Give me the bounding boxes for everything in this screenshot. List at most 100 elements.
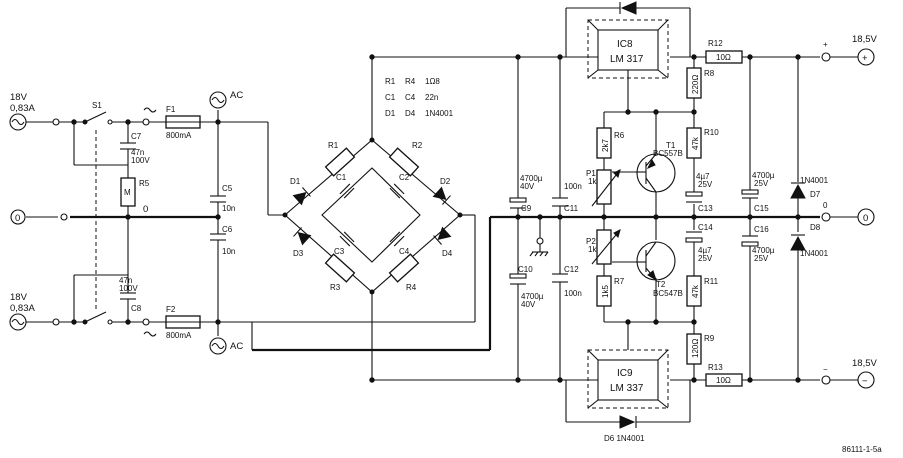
p1-ref: P1 <box>586 169 596 178</box>
c16-value: 4700µ <box>752 246 775 255</box>
junction-dots <box>71 54 801 383</box>
fuse-f2-ref: F2 <box>166 305 176 314</box>
r10-ref: R10 <box>704 128 719 137</box>
resistor-r5: M R5 <box>120 177 150 207</box>
capacitor-c4 <box>389 231 401 243</box>
c6-ref: C6 <box>222 225 233 234</box>
ac-input-top: 18V 0,83A <box>9 92 150 131</box>
diode-bypass-top-icon <box>619 1 637 15</box>
ac-terminal-bottom: AC <box>209 337 243 355</box>
t2-part: BC547B <box>653 289 683 298</box>
bridge-d4-label: D4 <box>442 249 453 258</box>
fuse-f1-ref: F1 <box>166 105 176 114</box>
r8-value: 220Ω <box>691 75 700 94</box>
capacitor-c6: C6 10n <box>210 225 235 256</box>
capacitor-c11: 100n C11 <box>552 182 582 213</box>
out-neg-voltage: 18,5V <box>852 358 877 369</box>
bridge-r1-label: R1 <box>328 141 339 150</box>
ground-input: 0 0 <box>10 204 148 225</box>
terminal-icon <box>60 213 68 221</box>
r13-ref: R13 <box>708 363 723 372</box>
legend-r-from: R1 <box>385 77 396 86</box>
c6-value: 10n <box>222 247 235 256</box>
c10-ref: C10 <box>518 265 533 274</box>
input-current-bottom: 0,83A <box>10 303 35 314</box>
c12-ref: C12 <box>564 265 579 274</box>
resistor-r11: 47k R11 <box>686 275 719 307</box>
tilde-mark <box>143 331 157 337</box>
r12-value: 10Ω <box>716 53 731 62</box>
c8-voltage: 100V <box>119 284 138 293</box>
c8-ref: C8 <box>131 304 142 313</box>
r7-ref: R7 <box>614 277 625 286</box>
r6-value: 2k7 <box>601 139 610 152</box>
p2-value: 1k <box>588 245 597 254</box>
p2-ref: P2 <box>586 237 596 246</box>
c15-value: 4700µ <box>752 171 775 180</box>
c7-voltage: 100V <box>131 156 150 165</box>
terminal-icon <box>52 318 60 326</box>
out-neg-sign: − <box>823 365 828 374</box>
bridge-r2-label: R2 <box>412 141 423 150</box>
capacitor-c9: 4700µ 40V C9 <box>509 174 543 213</box>
resistor-r1 <box>324 147 356 177</box>
bridge-d2-label: D2 <box>440 177 451 186</box>
diode-d8-icon <box>790 235 806 251</box>
legend-c-from: C1 <box>385 93 396 102</box>
c8-value: 47n <box>119 276 132 285</box>
c13-ref: C13 <box>698 204 713 213</box>
ac-label-top: AC <box>230 90 243 101</box>
resistor-r6: 2k7 R6 <box>596 127 625 159</box>
ground-input-label: 0 <box>15 213 20 224</box>
terminal-icon <box>142 118 150 126</box>
diode-d6-icon <box>619 415 636 429</box>
ground-terminal-icon <box>10 209 26 225</box>
r6-ref: R6 <box>614 131 625 140</box>
input-current-top: 0,83A <box>10 103 35 114</box>
fuse-f1-value: 800mA <box>166 131 192 140</box>
r5-ref: R5 <box>139 179 150 188</box>
bridge-c2-label: C2 <box>399 173 410 182</box>
c10-voltage: 40V <box>521 300 536 309</box>
p1-value: 1k <box>588 177 597 186</box>
resistor-r10: 47k R10 <box>686 127 719 159</box>
r11-ref: R11 <box>704 277 719 286</box>
bridge-c1-label: C1 <box>336 173 347 182</box>
capacitor-c14: C14 4µ7 25V <box>685 223 713 263</box>
c13-voltage: 25V <box>698 180 713 189</box>
c14-voltage: 25V <box>698 254 713 263</box>
r9-ref: R9 <box>704 334 715 343</box>
t2-ref: T2 <box>656 280 666 289</box>
c14-value: 4µ7 <box>698 246 712 255</box>
capacitor-c10: C10 4700µ 40V <box>509 265 544 309</box>
switch-s1-label: S1 <box>92 101 102 110</box>
fuse-f2-value: 800mA <box>166 331 192 340</box>
resistor-r8: 220Ω R8 <box>686 67 715 99</box>
legend-r-to: R4 <box>405 77 416 86</box>
bridge-r3-label: R3 <box>330 283 341 292</box>
output-positive: + + 18,5V <box>821 34 877 66</box>
legend-c-value: 22n <box>425 93 438 102</box>
wiring <box>26 7 858 423</box>
diode-d7: D7 1N4001 <box>790 176 829 199</box>
ic9-ref: IC9 <box>617 368 633 379</box>
d6-label: D6 1N4001 <box>604 434 645 443</box>
diode-d8: D8 1N4001 <box>790 223 829 258</box>
c7-value: 47n <box>131 148 144 157</box>
diode-d4-icon <box>437 226 452 241</box>
bridge-c3-label: C3 <box>334 247 345 256</box>
regulator-ic9: IC9 LM 337 <box>587 349 669 409</box>
capacitor-c8: 47n 100V C8 <box>119 276 142 313</box>
ic8-ref: IC8 <box>617 39 633 50</box>
fuse-f1: F1 800mA <box>165 105 201 140</box>
resistor-r4 <box>388 253 420 283</box>
ac-input-bottom: 18V 0,83A <box>9 292 150 331</box>
legend-d-from: D1 <box>385 109 396 118</box>
component-legend: R1 R4 1Ω8 C1 C4 22n D1 D4 1N4001 <box>385 77 454 118</box>
capacitor-c12: C12 100n <box>552 265 582 298</box>
legend-c-to: C4 <box>405 93 416 102</box>
c10-value: 4700µ <box>521 292 544 301</box>
out-neg-mark: − <box>862 376 868 387</box>
c9-value: 4700µ <box>520 174 543 183</box>
